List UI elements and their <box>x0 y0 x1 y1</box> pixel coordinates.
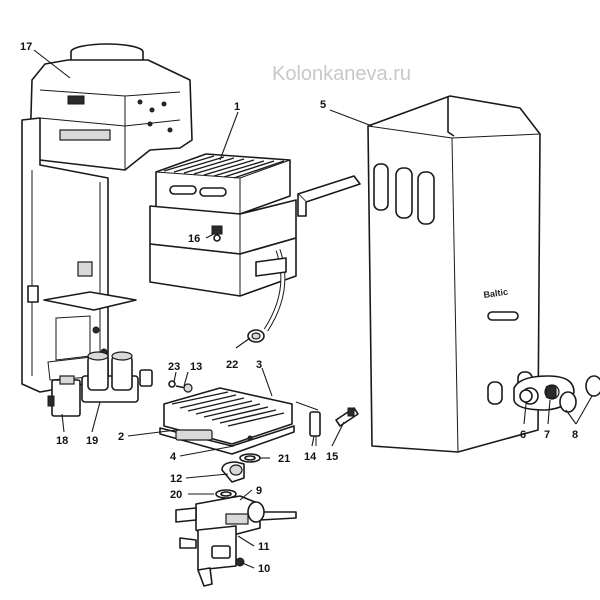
part-oring-20 <box>215 489 237 499</box>
part-burner <box>159 387 295 455</box>
callout-13: 13 <box>190 361 202 373</box>
callout-7: 7 <box>544 429 550 441</box>
part-flame-sensor <box>335 407 359 427</box>
callout-15: 15 <box>326 451 338 463</box>
part-heat-exchanger <box>139 153 297 387</box>
part-elbow-12 <box>221 461 245 483</box>
callout-9: 9 <box>256 485 262 497</box>
callout-20: 20 <box>170 489 182 501</box>
callout-18: 18 <box>56 435 68 447</box>
part-knob-8 <box>559 375 600 413</box>
leader-lines <box>33 49 593 569</box>
part-back-panel <box>21 117 137 393</box>
callout-labels: 17 1 5 16 22 3 23 13 2 4 21 14 15 12 20 … <box>20 41 578 575</box>
callout-12: 12 <box>170 473 182 485</box>
part-fitting <box>247 329 265 343</box>
callout-16: 16 <box>188 233 200 245</box>
part-temperature-sensor <box>211 225 223 242</box>
part-draft-hood <box>29 43 193 171</box>
casing-brand-badge: Baltic <box>483 287 509 300</box>
callout-21: 21 <box>278 453 290 465</box>
callout-1: 1 <box>234 101 240 113</box>
callout-22: 22 <box>226 359 238 371</box>
callout-6: 6 <box>520 429 526 441</box>
callout-14: 14 <box>304 451 317 463</box>
part-gasket-21 <box>239 453 261 463</box>
part-knob-6 <box>519 389 533 403</box>
part-ignition-electrode <box>295 401 321 446</box>
callout-5: 5 <box>320 99 326 111</box>
callout-3: 3 <box>256 359 262 371</box>
part-mounting-bracket <box>297 175 361 217</box>
part-microswitch <box>47 375 81 417</box>
part-battery-box <box>81 351 139 403</box>
part-front-casing: Baltic <box>367 95 541 453</box>
callout-11: 11 <box>258 541 270 553</box>
part-screw-small <box>168 380 193 393</box>
part-knob-7 <box>545 385 557 399</box>
watermark-text: Kolonkaneva.ru <box>272 63 411 85</box>
callout-8: 8 <box>572 429 578 441</box>
callout-19: 19 <box>86 435 98 447</box>
callout-10: 10 <box>258 563 270 575</box>
callout-23: 23 <box>168 361 180 373</box>
callout-2: 2 <box>118 431 124 443</box>
callout-4: 4 <box>170 451 177 463</box>
callout-17: 17 <box>20 41 32 53</box>
part-gas-valve <box>175 495 297 587</box>
